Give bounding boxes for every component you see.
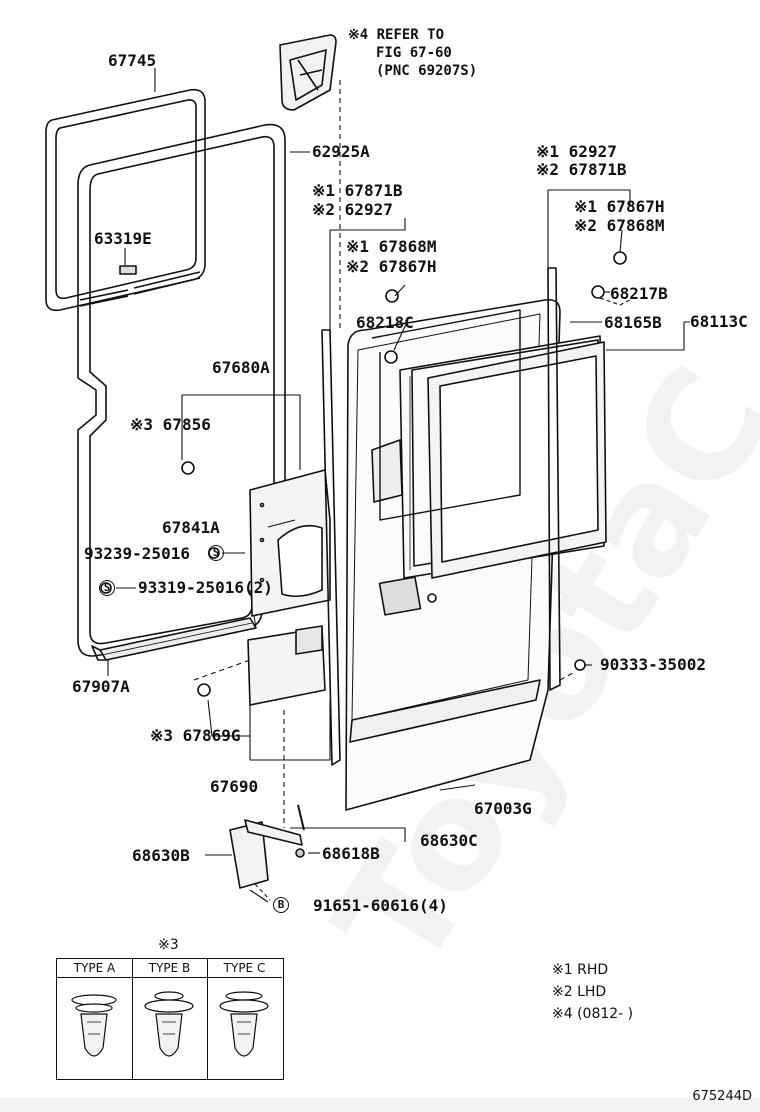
belt-strip-right (547, 267, 561, 691)
ref-part-fig67-60 (279, 34, 337, 111)
note-rhd: ※1 RHD (552, 962, 609, 978)
figure-id: 675244D (692, 1089, 752, 1104)
trim-panel-67690 (247, 625, 326, 706)
label-68218C: 68218C (356, 313, 414, 332)
label-right-a1: ※1 62927 (536, 142, 617, 161)
s-marker-2: S (99, 580, 115, 596)
clip-type-b-icon (144, 991, 194, 1057)
type-c-header: TYPE C (207, 959, 282, 978)
ref-line-2: FIG 67-60 (376, 45, 452, 61)
label-68113C: 68113C (690, 312, 748, 331)
label-67003G: 67003G (474, 799, 532, 818)
clip-90333 (574, 659, 586, 671)
type-table-note: ※3 (158, 937, 179, 953)
type-b-cell: TYPE B (132, 959, 208, 1079)
label-left-b1: ※1 67868M (346, 237, 437, 256)
clip-67868M (385, 289, 399, 303)
label-right-b2: ※2 67868M (574, 216, 665, 235)
label-67680A: 67680A (212, 358, 270, 377)
clip-68218C (384, 350, 398, 364)
type-a-header: TYPE A (57, 959, 132, 978)
clip-type-a-icon (71, 994, 117, 1057)
label-67856: ※3 67856 (130, 415, 211, 434)
belt-strip-left (321, 329, 341, 766)
leader-lines (107, 68, 690, 903)
bottom-bar (0, 1098, 760, 1112)
clip-67869G (197, 683, 211, 697)
label-68165B: 68165B (604, 313, 662, 332)
label-68217B: 68217B (610, 284, 668, 303)
note-lhd: ※2 LHD (552, 984, 607, 1000)
type-b-header: TYPE B (132, 959, 207, 978)
label-67869G: ※3 67869G (150, 726, 241, 745)
clip-68217B (591, 285, 605, 299)
hinge-68630B (229, 804, 305, 889)
ref-line-3: (PNC 69207S) (376, 63, 478, 79)
clip-63319E (119, 265, 137, 275)
label-62925A: 62925A (312, 142, 370, 161)
label-67745: 67745 (108, 51, 157, 70)
label-68630C: 68630C (420, 831, 478, 850)
ref-line-1: ※4 REFER TO (348, 27, 445, 43)
label-90333: 90333-35002 (600, 655, 706, 674)
label-93239: 93239-25016 (84, 544, 190, 563)
trim-panel-67841A (249, 469, 331, 617)
label-93319: 93319-25016(2) (138, 578, 273, 597)
note-date: ※4 (0812- ) (552, 1006, 634, 1022)
label-67907A: 67907A (72, 677, 130, 696)
label-left-a1: ※1 67871B (312, 181, 403, 200)
clip-type-c-icon (219, 991, 269, 1057)
sill-67907A (91, 589, 257, 661)
label-67841A: 67841A (162, 518, 220, 537)
label-67690: 67690 (210, 777, 259, 796)
label-left-b2: ※2 67867H (346, 257, 437, 276)
label-63319E: 63319E (94, 229, 152, 248)
clip-68618B (295, 848, 305, 858)
label-68618B: 68618B (322, 844, 380, 863)
label-right-b1: ※1 67867H (574, 197, 665, 216)
type-a-cell: TYPE A (57, 959, 133, 1079)
weatherstrip-62925A (77, 123, 286, 657)
type-c-cell: TYPE C (207, 959, 282, 1079)
label-right-a2: ※2 67871B (536, 160, 627, 179)
clip-type-table: TYPE A TYPE B TYPE C (56, 958, 284, 1080)
label-left-a2: ※2 62927 (312, 200, 393, 219)
b-marker: B (273, 897, 289, 913)
clip-67867H (613, 251, 627, 265)
label-91651: 91651-60616(4) (313, 896, 448, 915)
label-68630B: 68630B (132, 846, 190, 865)
clip-67856 (181, 461, 195, 475)
s-marker-1: S (208, 545, 224, 561)
